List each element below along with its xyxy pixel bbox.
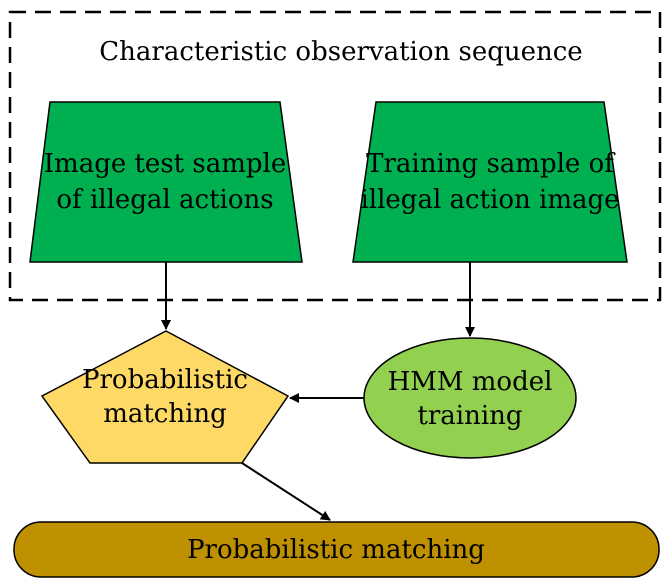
training-sample-label-line1: Training sample of [366, 149, 616, 179]
hmm-training-label-line1: HMM model [388, 367, 553, 397]
probabilistic-matching-shape [40, 330, 290, 464]
test-sample-shape [29, 101, 303, 263]
test-sample-node: Image test sample of illegal actions [29, 101, 303, 263]
result-label: Probabilistic matching [187, 535, 485, 565]
result-shape [13, 521, 660, 578]
probabilistic-matching-label-line2: matching [103, 399, 227, 429]
hmm-training-shape [363, 337, 577, 459]
result-node: Probabilistic matching [13, 521, 660, 578]
arrow-matching-to-result [241, 462, 331, 521]
hmm-training-label-line2: training [417, 401, 522, 431]
hmm-training-node: HMM model training [363, 337, 577, 459]
test-sample-label-line1: Image test sample [44, 149, 286, 179]
test-sample-label-line2: of illegal actions [56, 185, 273, 215]
probabilistic-matching-label-line1: Probabilistic [82, 365, 248, 395]
probabilistic-matching-node: Probabilistic matching [40, 330, 290, 464]
training-sample-node: Training sample of illegal action image [352, 101, 628, 263]
group-title: Characteristic observation sequence [99, 37, 582, 67]
training-sample-label-line2: illegal action image [360, 185, 619, 215]
training-sample-shape [352, 101, 628, 263]
observation-sequence-group [8, 10, 662, 302]
